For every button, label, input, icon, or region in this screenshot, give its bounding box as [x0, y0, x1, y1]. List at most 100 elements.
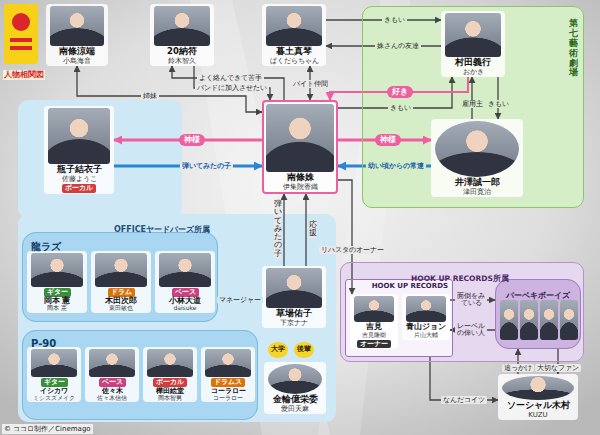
region-heading: OFFICEヤードバーズ所属 — [114, 225, 210, 235]
person-card: ベース佐々木佐々木信信 — [85, 347, 139, 402]
person-card: 草場佑子下京ナナ — [262, 266, 326, 328]
label-holder: 弾いてみたの子 — [180, 162, 233, 171]
label-holder: バンドに加入させたい — [195, 84, 269, 93]
actor-name: コーラロー — [203, 395, 253, 401]
label-holder: 神様 — [375, 134, 401, 146]
label-holder: マネージャー — [217, 296, 263, 305]
edge-label: 弾いてみたの子 — [180, 162, 233, 171]
badge-icon — [12, 13, 30, 31]
edge-label: きもい — [382, 16, 407, 25]
person-name: ソーシャル木村 — [500, 401, 576, 411]
role-tag: ギター — [44, 288, 71, 297]
edge-label: 応援 — [309, 220, 317, 239]
actor-name: 伊集院香織 — [266, 183, 334, 191]
person-name: 南條涼端 — [48, 47, 106, 57]
band-group: バーベキボーイズ — [495, 279, 581, 349]
relation-arrow — [471, 77, 472, 119]
title-badge — [4, 4, 38, 64]
edge-label: 姉妹 — [141, 92, 159, 101]
photo-placeholder — [89, 349, 135, 377]
actor-name: daisuke — [157, 305, 213, 312]
photo-placeholder — [159, 253, 211, 287]
photo-placeholder — [31, 253, 83, 287]
edge-label: きもい — [486, 100, 511, 109]
role-tag: ドラム — [108, 288, 135, 297]
label-region: 吉見吉見隆樹オーナー青山ジョン片山大輔HOOK UP RECORDSバーベキボー… — [340, 262, 584, 362]
band-name: 龍ラズ — [31, 241, 61, 253]
role-tag: ベース — [172, 288, 199, 297]
person-card: 20納符鈴木智久 — [150, 4, 214, 66]
person-card: 井澤誠一郎津田寛治 — [431, 119, 523, 197]
actor-name: 岡本 憲 — [29, 305, 85, 312]
person-card: ボーカル樺田絵堂岡本智男 — [143, 347, 197, 402]
person-name: 南條姝 — [266, 173, 334, 183]
actor-name: ミシスズメイク — [29, 395, 79, 401]
person-name: 草場佑子 — [264, 309, 324, 319]
photo-placeholder — [266, 6, 322, 46]
label-holder: 後輩 — [294, 342, 314, 358]
photo-placeholder — [48, 108, 110, 164]
person-name: 岡本 憲 — [29, 297, 85, 306]
relation-arrow — [305, 194, 306, 266]
edge-label: 姝さんの友達 — [375, 42, 421, 51]
relation-arrow — [194, 66, 270, 100]
person-name: イシカワ — [29, 387, 79, 395]
person-card: 南條姝伊集院香織 — [262, 100, 338, 194]
person-card: 暮土真琴ぱくだらちゃん — [262, 4, 326, 66]
region-heading: HOOK UP RECORDS — [346, 282, 452, 290]
label-holder: 大学 — [268, 342, 288, 358]
label-holder: 姝さんの友達 — [375, 42, 421, 51]
role-tag: ボーカル — [62, 184, 96, 193]
edge-label: 雇用主 — [460, 100, 485, 109]
edge-label: 好き — [387, 86, 413, 98]
label-holder: 弾いてみたの子 — [274, 199, 282, 259]
person-card: ベース小林大道daisuke — [155, 251, 215, 313]
person-card: 青山ジョン片山大輔 — [402, 294, 450, 340]
label-holder: よく絡んできて苦手 — [197, 74, 264, 83]
star-badge: 大学 — [268, 342, 288, 358]
label-holder: バイト仲間 — [291, 80, 330, 89]
actor-name: 岡本智男 — [145, 395, 195, 401]
label-holder: 好き — [387, 86, 413, 98]
photo-placeholder — [31, 349, 77, 377]
member-photo — [500, 300, 518, 340]
photo-placeholder — [50, 6, 104, 46]
label-holder: なんだコイツ — [441, 396, 487, 405]
role-tag: オーナー — [357, 340, 391, 349]
label-holder: 面倒をみている — [455, 292, 487, 308]
label-holder: リハスタのオーナー — [319, 246, 386, 255]
role-tag: ボーカル — [153, 378, 187, 387]
edge-label: レーベルの偉い人 — [455, 322, 487, 338]
region-fill — [362, 6, 584, 208]
member-photo — [540, 300, 558, 340]
label-holder: 大切なファン — [535, 364, 581, 373]
region-fill — [495, 279, 581, 349]
person-card: 瓶子結衣子佐藤ようこボーカル — [44, 106, 114, 194]
person-name: 金輪億栄委 — [266, 395, 324, 405]
person-name: 青山ジョン — [404, 323, 448, 332]
actor-name: おかき — [443, 68, 503, 76]
photo-placeholder — [445, 13, 501, 57]
actor-name: ぱくだらちゃん — [264, 57, 324, 65]
person-name: 佐々木 — [87, 387, 137, 395]
region-fill — [22, 330, 258, 420]
actor-name: 愛田天麻 — [266, 405, 324, 413]
person-card: 金輪億栄委愛田天麻 — [264, 362, 326, 414]
relation-arrow — [430, 357, 498, 400]
member-photo — [520, 300, 538, 340]
label-holder: 幼い頃からの常連 — [366, 162, 426, 171]
region-heading: 第七藝術劇場 — [569, 19, 578, 78]
label-holder: きもい — [486, 100, 511, 109]
person-card: ドラム木田次郎東田敏也 — [91, 251, 151, 313]
person-name: コーラロー — [203, 387, 253, 395]
role-tag: ベース — [99, 378, 126, 387]
label-holder: © ココロ制作／Cinemago — [2, 424, 93, 434]
person-name: 20納符 — [152, 47, 212, 57]
photo-placeholder — [435, 121, 519, 177]
badge-icon — [10, 38, 32, 42]
actor-name: 下京ナナ — [264, 319, 324, 327]
band-group: ギターイシカワミシスズメイクベース佐々木佐々木信信ボーカル樺田絵堂岡本智男ドラム… — [22, 330, 258, 420]
photo-placeholder — [268, 364, 322, 394]
badge-icon — [10, 46, 32, 50]
label-holder: 雇用主 — [460, 100, 485, 109]
